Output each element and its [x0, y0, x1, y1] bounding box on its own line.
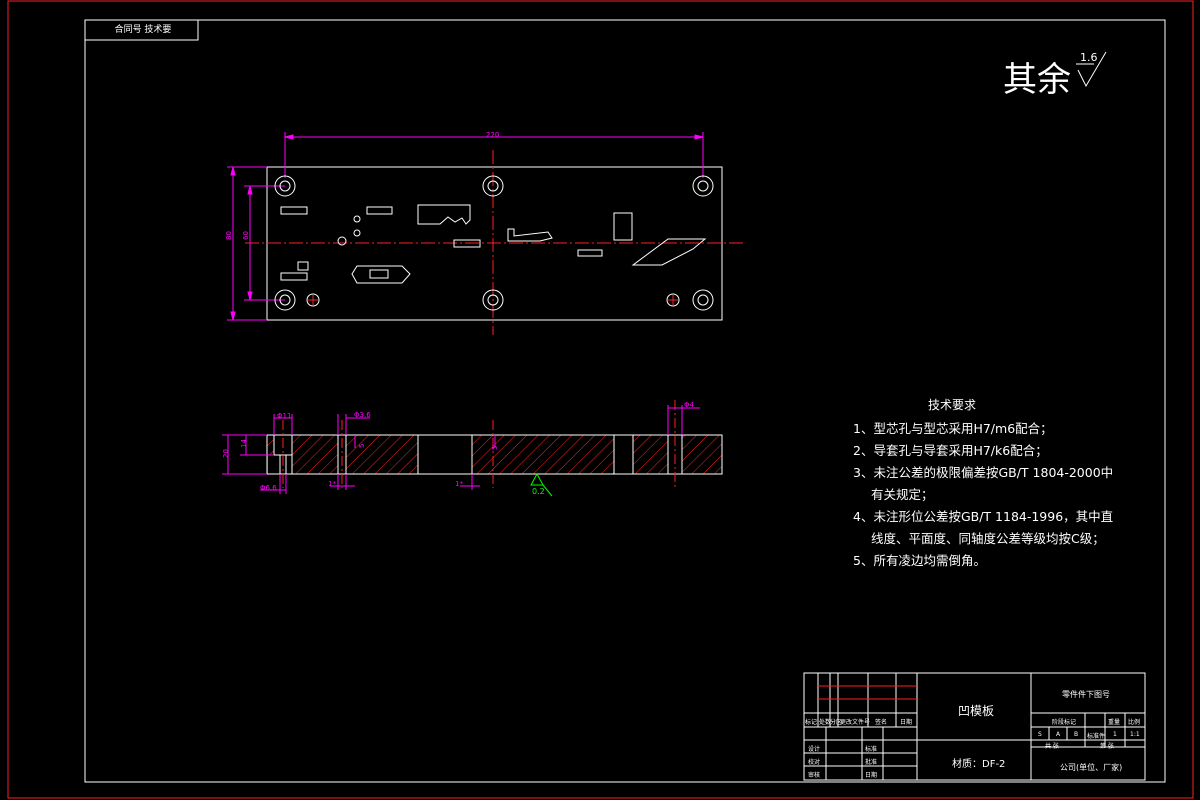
section-roughness-symbol [530, 472, 553, 497]
rev-header: 分区 [830, 719, 843, 726]
material-label: 材质：DF-2 [952, 759, 1006, 770]
dim-height [227, 166, 267, 321]
plan-view [227, 132, 745, 335]
stage-value: 标准件 [1087, 733, 1106, 740]
title-block [803, 672, 1146, 781]
tech-req-item: 5、所有凌边均需倒角。 [853, 553, 986, 568]
dim-hole-dia-label: Φ6.6 [260, 484, 277, 492]
section-dimensions [222, 405, 700, 494]
tech-req-item: 2、导套孔与导套采用H7/k6配合； [853, 443, 1048, 458]
role-label-2: 标准 [865, 746, 878, 753]
section-roughness-value: 0.2 [532, 487, 545, 496]
dim-counterbore-dia-label: Φ11 [277, 412, 292, 420]
header-stamp-text: 合同号 技术要 [114, 25, 172, 35]
role-label: 审核 [808, 772, 821, 779]
role-label-2: 批准 [865, 759, 878, 766]
pin-hole-crosshairs [308, 295, 678, 305]
stage-value: A [1056, 731, 1061, 738]
tech-req-item: 有关规定； [871, 487, 934, 502]
inner-border [84, 19, 1166, 783]
stage-header: 重量 [1108, 719, 1121, 726]
section-centerlines [282, 400, 676, 488]
roughness-symbol-main [1076, 51, 1107, 88]
rev-header: 更改文件号 [840, 719, 871, 726]
outer-frame [7, 0, 1194, 799]
tech-req-item: 线度、平面度、同轴度公差等级均按C级； [871, 531, 1105, 546]
guide-holes [274, 175, 714, 311]
rev-header: 日期 [900, 719, 913, 726]
sheet-label: 共 张 [1045, 743, 1059, 750]
tech-req-item: 3、未注公差的极限偏差按GB/T 1804-2000中 [853, 465, 1114, 480]
cavity-pockets [280, 204, 707, 284]
stage-value: B [1074, 731, 1079, 738]
part-name: 凹模板 [958, 704, 995, 718]
tech-req-item: 4、未注形位公差按GB/T 1184-1996，其中直 [853, 509, 1114, 524]
dim-pocket-depth2-label: 5 [491, 445, 499, 450]
rev-header: 标记 [805, 719, 818, 726]
tech-req-item: 1、型芯孔与型芯采用H7/m6配合； [853, 421, 1053, 436]
dim-width [284, 132, 704, 178]
role-label-2: 日期 [865, 772, 878, 779]
pin-holes [306, 215, 680, 307]
header-stamp-box [84, 19, 199, 41]
company-label: 公司(单位、厂家) [1060, 763, 1123, 772]
roughness-note-label: 其余 [1003, 60, 1071, 100]
dim-inner-label: 60 [242, 231, 250, 240]
role-label: 设计 [808, 746, 821, 753]
dim-chamfer-b-label: 1* [455, 480, 463, 488]
role-label: 校对 [808, 759, 821, 766]
dim-pin-dia-label: Φ3.6 [354, 411, 371, 419]
title-block-red-rows [818, 685, 917, 700]
tech-req-title: 技术要求 [928, 398, 977, 412]
section-view [222, 400, 723, 497]
rev-header: 处数 [819, 719, 832, 726]
stage-value: 1:1 [1130, 731, 1140, 738]
dim-counterbore-depth-label: 14 [240, 439, 248, 448]
dim-pocket-depth-label: 5 [358, 443, 366, 448]
sheet-label: 第 张 [1100, 743, 1114, 750]
stage-header: 比例 [1128, 719, 1141, 726]
rev-header: 签名 [875, 719, 888, 726]
dim-thickness-label: 20 [222, 449, 230, 458]
dim-height-label: 80 [225, 231, 233, 240]
stage-value: S [1038, 731, 1042, 738]
dim-chamfer-a-label: 1* [328, 480, 336, 488]
drawing-number-label: 零件件下图号 [1062, 690, 1110, 699]
stage-header: 阶段标记 [1052, 719, 1077, 726]
dim-inner [244, 185, 285, 301]
dim-right-label: Φ4 [684, 401, 694, 409]
stage-value: 1 [1113, 731, 1117, 738]
roughness-note-value: 1.6 [1080, 51, 1098, 64]
dim-width-label: 220 [486, 131, 500, 139]
